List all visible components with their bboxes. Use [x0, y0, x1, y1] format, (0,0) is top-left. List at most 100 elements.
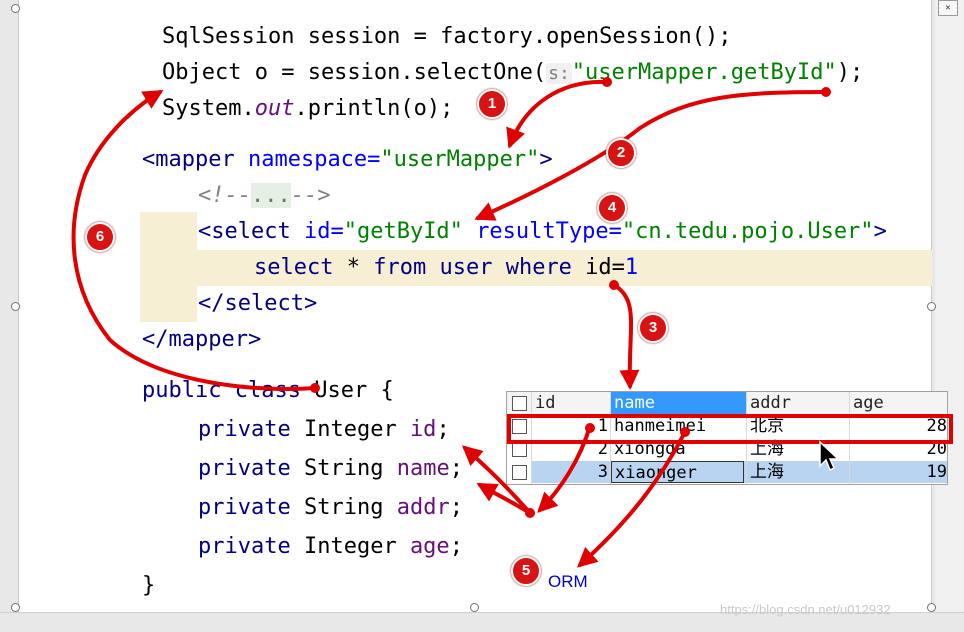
table-cell-age[interactable]: 19 [926, 462, 947, 482]
code-text: ); [836, 60, 864, 85]
table-cell-addr[interactable]: 上海 [750, 439, 784, 459]
column-header-name[interactable]: name [611, 392, 748, 415]
sql-condition: id= [571, 255, 625, 280]
first-row-outline [507, 414, 953, 444]
marker-1: 1 [477, 89, 507, 119]
code-line-select-one: Object o = session.selectOne(s:"userMapp… [162, 60, 863, 87]
checkbox[interactable] [512, 465, 527, 480]
resize-handle-right[interactable] [927, 302, 936, 311]
resize-handle-top-left[interactable] [11, 4, 20, 13]
resize-handle-bottom-right[interactable] [927, 603, 936, 612]
marker-4: 4 [597, 193, 627, 223]
table-cell-age[interactable]: 28 [926, 416, 947, 436]
header-checkbox-cell [507, 392, 532, 415]
code-text: SqlSession session = factory.openSession… [162, 24, 732, 49]
class-keyword: class [234, 378, 301, 403]
sql-keyword-select: select [254, 255, 334, 280]
field-addr: private String addr; [198, 495, 463, 521]
code-line-println: System.out.println(o); [162, 96, 453, 122]
code-text: Object o = session.selectOne( [162, 60, 547, 85]
vertical-scrollbar[interactable] [935, 0, 964, 612]
resize-handle-bottom[interactable] [470, 603, 479, 612]
row-checkbox-cell [507, 415, 531, 437]
parameter-hint: s: [546, 63, 572, 84]
sql-statement: select * from user where id=1 [254, 255, 638, 281]
field-id: private Integer id; [198, 417, 450, 443]
field-name: addr [396, 495, 450, 520]
column-header-age[interactable]: age [850, 392, 947, 415]
mapper-close-tag: </mapper> [142, 327, 262, 352]
table-cell-id[interactable]: 3 [597, 462, 608, 482]
xml-mapper-close: </mapper> [142, 327, 261, 353]
out-field: out [254, 96, 295, 121]
marker-5: 5 [511, 556, 541, 586]
comment-end: --> [290, 183, 331, 208]
public-keyword: public [142, 378, 222, 403]
field-name: name [396, 456, 450, 481]
xml-select-close: </select> [198, 291, 317, 317]
modifier: private [198, 495, 291, 520]
semicolon: ; [449, 534, 463, 559]
table-cell-id[interactable]: 1 [597, 416, 608, 436]
modifier: private [198, 456, 291, 481]
statement-id-string: "userMapper.getById" [571, 60, 837, 85]
table-cell-addr[interactable]: 上海 [750, 462, 784, 482]
modifier: private [198, 534, 291, 559]
field-name: age [409, 534, 450, 559]
class-declaration: public class User { [142, 378, 394, 404]
semicolon: ; [449, 456, 463, 481]
table-cell-age[interactable]: 20 [926, 439, 947, 459]
checkbox[interactable] [512, 419, 527, 434]
row-checkbox-cell [507, 461, 531, 483]
namespace-value: "userMapper" [380, 147, 540, 172]
column-header-addr[interactable]: addr [747, 392, 851, 415]
id-value: "getById" [343, 219, 463, 244]
folded-comment[interactable]: ... [250, 183, 291, 208]
comment-start: <!-- [198, 183, 251, 208]
code-text: .println(o); [294, 96, 454, 121]
table-cell-addr[interactable]: 北京 [750, 416, 784, 436]
sql-value: 1 [624, 255, 639, 280]
field-type: Integer [303, 534, 397, 559]
close-icon[interactable]: ✕ [938, 0, 958, 16]
tag-close: > [539, 147, 553, 172]
resulttype-value: "cn.tedu.pojo.User" [621, 219, 874, 244]
field-age: private Integer age; [198, 534, 463, 560]
closing-brace: } [142, 573, 156, 598]
sql-table: user [426, 255, 506, 280]
field-name: private String name; [198, 456, 463, 482]
xml-select-open: <select id="getById" resultType="cn.tedu… [198, 219, 887, 245]
table-cell-name[interactable]: xiaonger [611, 461, 744, 483]
field-type: String [303, 456, 384, 481]
semicolon: ; [449, 495, 463, 520]
select-close-tag: </select> [198, 291, 318, 316]
code-text: System. [162, 96, 255, 121]
field-type: String [303, 495, 384, 520]
column-divider [746, 392, 747, 484]
checkbox[interactable] [512, 442, 527, 457]
field-type: Integer [303, 417, 397, 442]
resulttype-attr: resultType= [476, 219, 622, 244]
column-divider [849, 392, 850, 484]
class-name: User { [314, 378, 394, 403]
marker-6: 6 [85, 222, 115, 252]
xml-mapper-open: <mapper namespace="userMapper"> [142, 147, 553, 173]
watermark: https://blog.csdn.net/u012932 [720, 602, 891, 617]
gutter-highlight [140, 212, 197, 322]
sql-keyword-where: where [505, 255, 572, 280]
semicolon: ; [436, 417, 450, 442]
checkbox[interactable] [512, 396, 527, 411]
marker-2: 2 [606, 138, 636, 168]
code-line-open-session: SqlSession session = factory.openSession… [162, 24, 732, 50]
class-closing-brace: } [142, 573, 155, 599]
modifier: private [198, 417, 291, 442]
horizontal-scrollbar[interactable] [0, 612, 964, 632]
field-name: id [409, 417, 437, 442]
resize-handle-bottom-left[interactable] [11, 603, 20, 612]
resize-handle-left[interactable] [11, 302, 20, 311]
sql-keyword-from: from [373, 255, 427, 280]
orm-label: ORM [548, 572, 588, 591]
mapper-tag: <mapper [142, 147, 235, 172]
column-header-id[interactable]: id [532, 392, 614, 415]
